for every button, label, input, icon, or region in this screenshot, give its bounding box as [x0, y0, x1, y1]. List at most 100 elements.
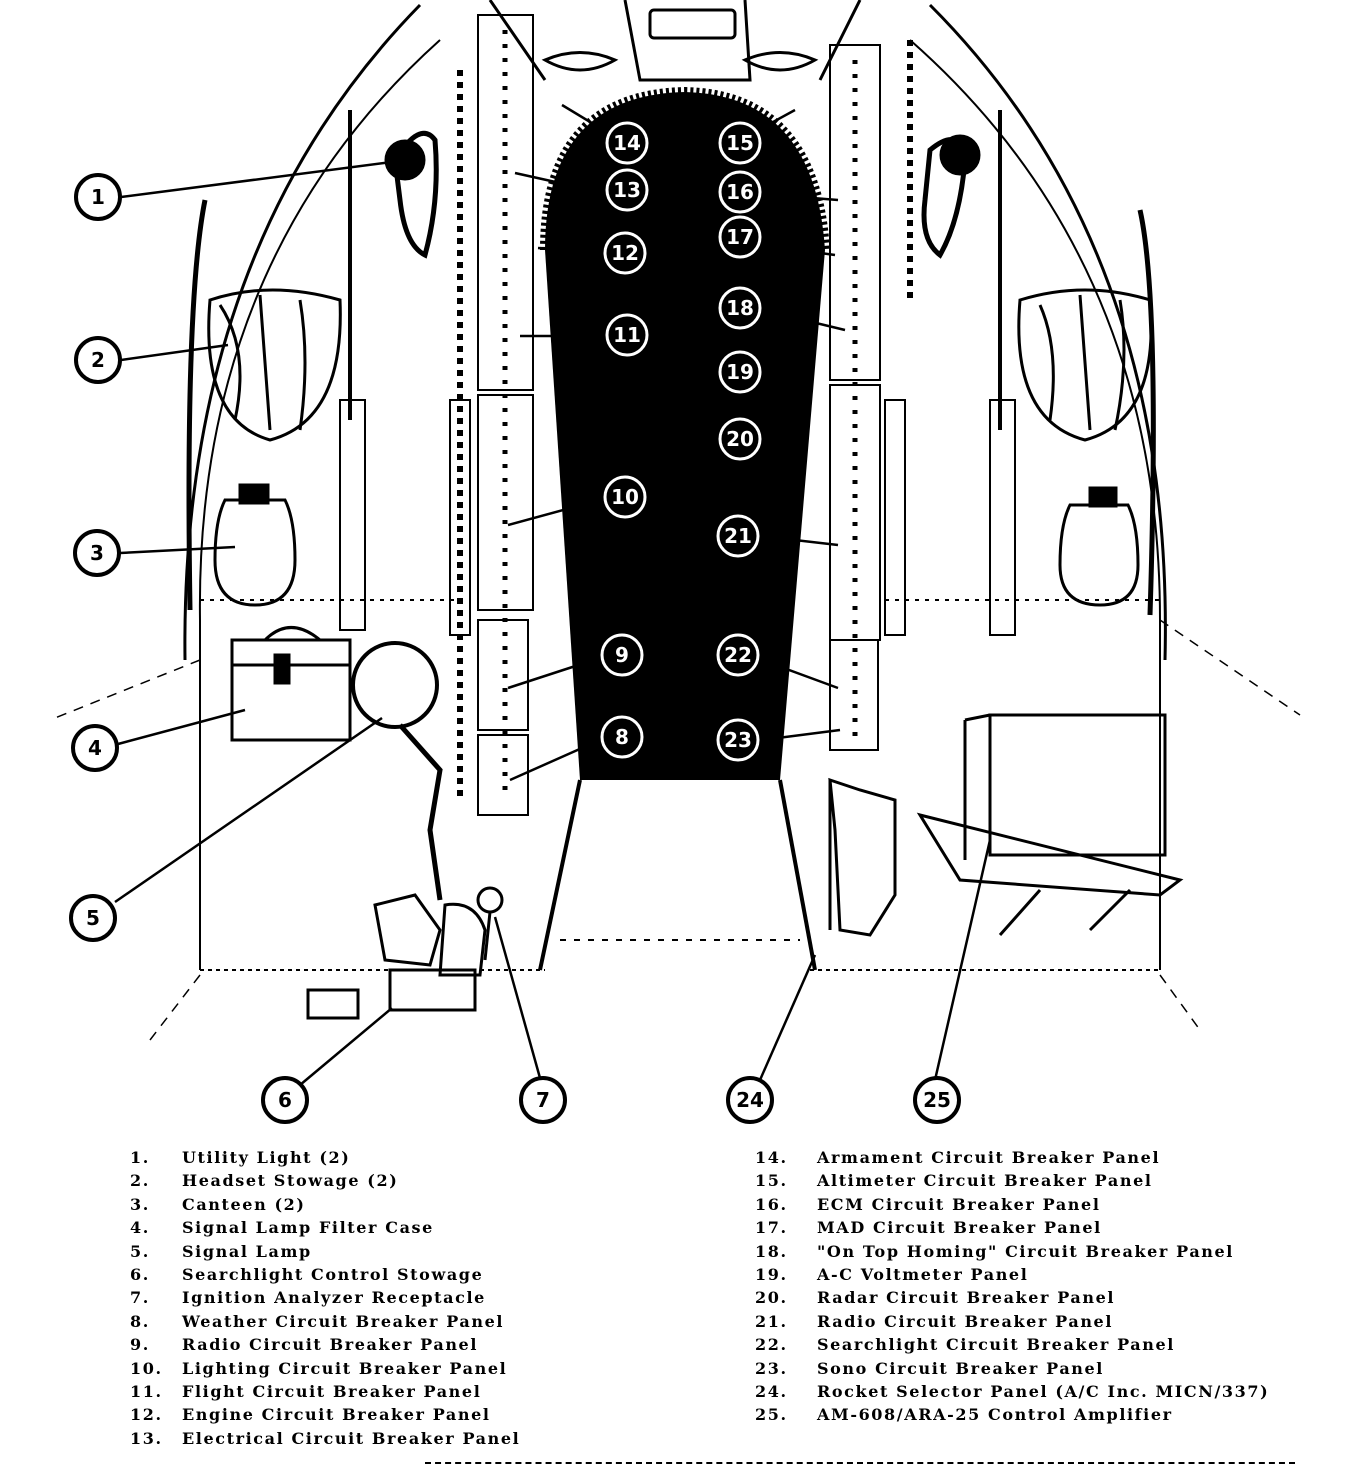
- svg-text:11: 11: [613, 323, 641, 347]
- control-amplifier-icon: [916, 713, 1184, 936]
- legend-text: Sono Circuit Breaker Panel: [817, 1358, 1104, 1378]
- callout-16[interactable]: 16: [718, 170, 762, 214]
- legend-text: Electrical Circuit Breaker Panel: [182, 1428, 521, 1448]
- callout-25[interactable]: 25: [913, 1076, 961, 1124]
- svg-text:16: 16: [726, 180, 754, 204]
- legend-text: Radar Circuit Breaker Panel: [817, 1288, 1116, 1308]
- callout-8[interactable]: 8: [600, 715, 644, 759]
- legend-number: 24.: [755, 1381, 788, 1401]
- legend-item: 23.Sono Circuit Breaker Panel: [755, 1357, 1345, 1380]
- searchlight-control-icon: [306, 893, 487, 1020]
- callout-1[interactable]: 1: [74, 173, 122, 221]
- legend-item: 5. Signal Lamp: [130, 1240, 730, 1263]
- legend-number: 25.: [755, 1405, 788, 1425]
- canteen-icon: [213, 483, 297, 607]
- legend-number: 6.: [130, 1264, 150, 1284]
- legend-number: 19.: [755, 1264, 788, 1284]
- legend-text: Flight Circuit Breaker Panel: [182, 1381, 482, 1401]
- legend-text: Armament Circuit Breaker Panel: [817, 1148, 1161, 1167]
- callout-15[interactable]: 15: [718, 121, 762, 165]
- callout-21[interactable]: 21: [716, 514, 760, 558]
- legend-text: Engine Circuit Breaker Panel: [182, 1405, 491, 1425]
- callout-20[interactable]: 20: [718, 417, 762, 461]
- callout-23[interactable]: 23: [716, 718, 760, 762]
- legend-text: ECM Circuit Breaker Panel: [817, 1194, 1101, 1214]
- legend-number: 14.: [755, 1148, 788, 1167]
- svg-text:2: 2: [91, 348, 105, 372]
- legend-text: Altimeter Circuit Breaker Panel: [817, 1171, 1153, 1191]
- legend-item: 16.ECM Circuit Breaker Panel: [755, 1193, 1345, 1216]
- legend-number: 2.: [130, 1171, 150, 1191]
- callout-22[interactable]: 22: [716, 633, 760, 677]
- callout-2[interactable]: 2: [74, 336, 122, 384]
- callout-24[interactable]: 24: [726, 1076, 774, 1124]
- legend-number: 9.: [130, 1335, 150, 1355]
- legend-item: 18. "On Top Homing" Circuit Breaker Panel: [755, 1240, 1345, 1263]
- svg-text:19: 19: [726, 360, 754, 384]
- legend-item: 12. Engine Circuit Breaker Panel: [130, 1403, 730, 1426]
- ignition-analyzer-receptacle-icon: [476, 886, 504, 961]
- legend-item: 10. Lighting Circuit Breaker Panel: [130, 1357, 730, 1380]
- legend-number: 11.: [130, 1381, 163, 1401]
- legend-item: 19. A-C Voltmeter Panel: [755, 1263, 1345, 1286]
- legend-column-left: 1.Utility Light (2) 2.Headset Stowage (2…: [130, 1146, 730, 1450]
- legend-item: 22.Searchlight Circuit Breaker Panel: [755, 1333, 1345, 1356]
- canteen-icon: [1058, 486, 1140, 607]
- callout-5[interactable]: 5: [69, 894, 117, 942]
- callout-markers: 1 2 3 4 5 6 7 8 9 10 11 12 13 14 15 16 1…: [69, 121, 961, 1124]
- legend-item: 21.Radio Circuit Breaker Panel: [755, 1310, 1345, 1333]
- legend-number: 7.: [130, 1288, 150, 1308]
- legend-item: 3.Canteen (2): [130, 1193, 730, 1216]
- legend-item: 20.Radar Circuit Breaker Panel: [755, 1286, 1345, 1309]
- legend-item: 11. Flight Circuit Breaker Panel: [130, 1380, 730, 1403]
- legend-item: 4.Signal Lamp Filter Case: [130, 1216, 730, 1239]
- svg-text:13: 13: [613, 178, 641, 202]
- svg-text:18: 18: [726, 296, 754, 320]
- legend-number: 1.: [130, 1148, 150, 1167]
- utility-light-icon: [384, 130, 439, 259]
- headset-stowage-icon: [207, 288, 342, 442]
- svg-text:14: 14: [613, 131, 641, 155]
- callout-17[interactable]: 17: [718, 215, 762, 259]
- callout-12[interactable]: 12: [603, 231, 647, 275]
- rocket-selector-panel-icon: [828, 777, 897, 937]
- legend-number: 4.: [130, 1218, 150, 1238]
- legend-number: 5.: [130, 1241, 150, 1261]
- legend-item: 25.AM-608/ARA-25 Control Amplifier: [755, 1403, 1345, 1426]
- legend-number: 12.: [130, 1405, 163, 1425]
- svg-text:22: 22: [724, 643, 752, 667]
- legend-text: "On Top Homing" Circuit Breaker Panel: [817, 1241, 1234, 1261]
- legend-item: 9.Radio Circuit Breaker Panel: [130, 1333, 730, 1356]
- legend-text: Weather Circuit Breaker Panel: [182, 1311, 505, 1331]
- legend-text: Lighting Circuit Breaker Panel: [182, 1358, 508, 1378]
- legend-text: Ignition Analyzer Receptacle: [182, 1288, 486, 1308]
- svg-text:1: 1: [91, 185, 105, 209]
- legend-number: 18.: [755, 1241, 788, 1261]
- callout-6[interactable]: 6: [261, 1076, 309, 1124]
- svg-text:25: 25: [923, 1088, 951, 1112]
- legend-text: Signal Lamp: [182, 1241, 312, 1261]
- svg-text:24: 24: [736, 1088, 764, 1112]
- legend-text: Rocket Selector Panel (A/C Inc. MICN/337…: [817, 1381, 1270, 1401]
- legend-number: 10.: [130, 1358, 163, 1378]
- callout-18[interactable]: 18: [718, 286, 762, 330]
- callout-7[interactable]: 7: [519, 1076, 567, 1124]
- legend-number: 13.: [130, 1428, 163, 1448]
- legend-text: A-C Voltmeter Panel: [817, 1264, 1029, 1284]
- callout-4[interactable]: 4: [71, 724, 119, 772]
- svg-text:12: 12: [611, 241, 639, 265]
- central-walkway: [538, 86, 830, 971]
- legend-item: 2. Headset Stowage (2): [130, 1169, 730, 1192]
- legend-text: Radio Circuit Breaker Panel: [817, 1311, 1114, 1331]
- legend-text: Headset Stowage (2): [182, 1171, 399, 1191]
- callout-9[interactable]: 9: [600, 633, 644, 677]
- legend-text: Canteen (2): [182, 1194, 306, 1214]
- svg-text:10: 10: [611, 485, 639, 509]
- callout-14[interactable]: 14: [605, 121, 649, 165]
- legend-item: 24. Rocket Selector Panel (A/C Inc. MICN/…: [755, 1380, 1345, 1403]
- callout-13[interactable]: 13: [605, 168, 649, 212]
- callout-11[interactable]: 11: [605, 313, 649, 357]
- callout-19[interactable]: 19: [718, 350, 762, 394]
- callout-10[interactable]: 10: [603, 475, 647, 519]
- callout-3[interactable]: 3: [73, 529, 121, 577]
